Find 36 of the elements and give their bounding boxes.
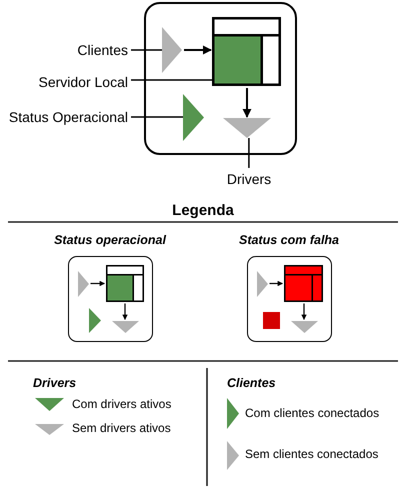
down-triangle-icon (112, 320, 138, 332)
legend-text: Sem clientes conectados (245, 448, 378, 462)
group-heading: Clientes (227, 376, 276, 390)
legend-text: Sem drivers ativos (72, 422, 171, 436)
group-heading: Drivers (33, 376, 76, 390)
arrow (184, 46, 212, 54)
arrow (122, 304, 128, 320)
leader-line (131, 79, 212, 81)
part-label: Clientes (77, 42, 128, 58)
window-icon (284, 264, 322, 302)
legend-text: Com clientes conectados (245, 407, 380, 421)
section-heading: Legenda (172, 202, 234, 220)
arrow (301, 304, 307, 320)
window-icon (106, 264, 144, 302)
panel-heading: Status operacional (54, 233, 166, 248)
rounded-panel (144, 2, 297, 155)
arrow (242, 88, 252, 118)
panel-heading: Status com falha (238, 233, 340, 248)
right-triangle-icon (256, 270, 268, 296)
right-triangle-icon (78, 270, 88, 296)
arrow (270, 280, 284, 286)
right-triangle-icon (162, 27, 182, 73)
part-label: Servidor Local (38, 74, 128, 90)
part-label: Status Operacional (8, 108, 128, 126)
window-icon (212, 17, 281, 86)
leader-line (248, 138, 250, 168)
leader-line (131, 49, 162, 51)
leader-line (131, 116, 183, 118)
down-triangle-icon (290, 320, 318, 332)
part-label: Drivers (226, 170, 272, 188)
down-triangle-icon (223, 118, 271, 138)
square-icon (262, 312, 280, 328)
arrow (90, 280, 106, 286)
right-triangle-icon (183, 94, 204, 141)
right-triangle-icon (88, 308, 100, 332)
legend-text: Com drivers ativos (72, 398, 172, 412)
